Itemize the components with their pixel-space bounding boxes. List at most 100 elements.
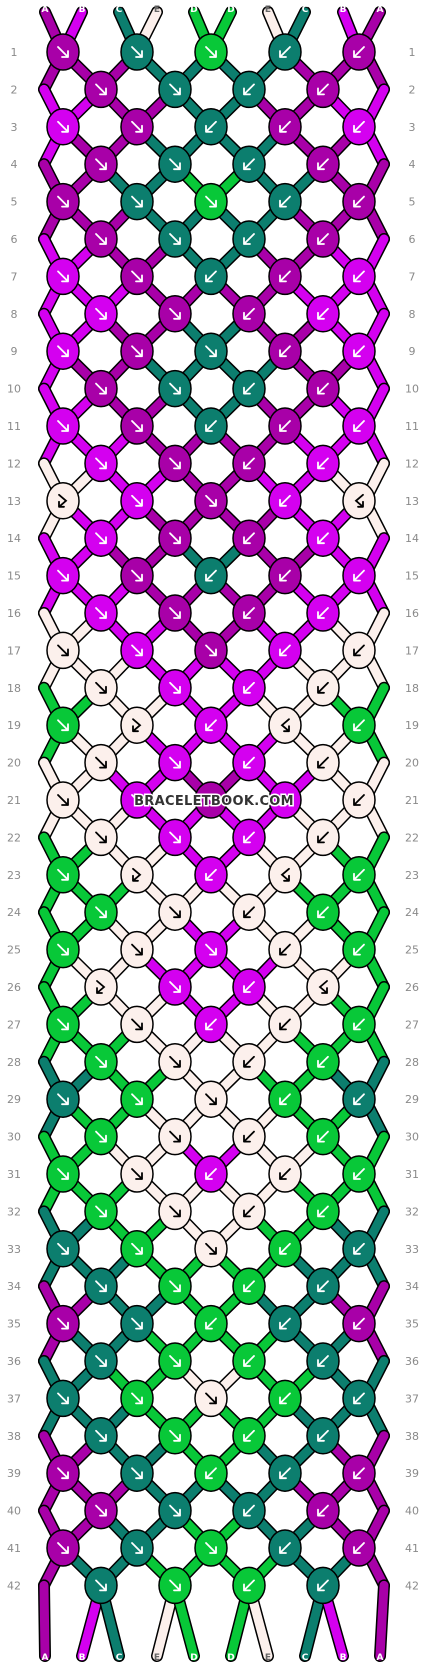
knot-arrow-icon bbox=[57, 868, 69, 881]
knot-arrow-icon bbox=[317, 906, 329, 919]
knot-arrow-icon bbox=[205, 569, 217, 582]
knot-arrow-icon bbox=[57, 794, 69, 806]
knot-arrow-icon bbox=[169, 233, 181, 245]
strand-label-bottom: D bbox=[227, 1653, 234, 1663]
knot-arrow-icon bbox=[205, 195, 217, 208]
row-number-right: 35 bbox=[405, 1318, 419, 1331]
row-number-right: 8 bbox=[409, 308, 416, 321]
row-number-right: 28 bbox=[405, 1056, 419, 1069]
knot-arrow-icon bbox=[353, 1242, 365, 1255]
knot-arrow-icon bbox=[131, 345, 143, 358]
strand-label-top: C bbox=[116, 5, 123, 15]
knot-arrow-icon bbox=[131, 1242, 143, 1255]
knot-arrow-icon bbox=[205, 644, 217, 657]
knot-arrow-icon bbox=[169, 457, 181, 470]
knot-arrow-icon bbox=[95, 607, 107, 619]
row-number-left: 20 bbox=[7, 757, 21, 770]
row-number-left: 42 bbox=[7, 1579, 21, 1592]
row-number-left: 9 bbox=[11, 345, 18, 358]
row-number-left: 17 bbox=[7, 644, 21, 657]
knot-arrow-icon bbox=[243, 1429, 255, 1442]
knot-arrow-icon bbox=[95, 1355, 107, 1367]
knot-arrow-icon bbox=[95, 1205, 107, 1218]
knot-arrow-icon bbox=[280, 867, 290, 882]
knot-arrow-icon bbox=[95, 681, 107, 694]
knot-arrow-icon bbox=[58, 493, 68, 508]
row-number-left: 6 bbox=[11, 233, 18, 246]
row-number-right: 41 bbox=[405, 1542, 419, 1555]
knot-arrow-icon bbox=[95, 532, 107, 545]
row-number-left: 8 bbox=[11, 308, 18, 321]
knot-arrow-icon bbox=[317, 1579, 329, 1592]
strand-label-top: B bbox=[340, 5, 347, 15]
knot-arrow-icon bbox=[131, 46, 143, 58]
knot-arrow-icon bbox=[95, 756, 107, 769]
knot-arrow-icon bbox=[317, 457, 329, 470]
knot bbox=[268, 856, 302, 894]
knot-arrow-icon bbox=[169, 532, 181, 545]
knot-arrow-icon bbox=[353, 943, 365, 956]
knot-arrow-icon bbox=[353, 794, 365, 806]
knot-layer bbox=[46, 33, 376, 1605]
row-number-left: 28 bbox=[7, 1056, 21, 1069]
knot-arrow-icon bbox=[279, 1168, 291, 1180]
knot-arrow-icon bbox=[205, 943, 217, 956]
knot-arrow-icon bbox=[131, 1467, 143, 1480]
knot-arrow-icon bbox=[169, 1355, 181, 1367]
knot-arrow-icon bbox=[57, 1093, 69, 1106]
knot-arrow-icon bbox=[169, 1504, 181, 1517]
row-number-left: 19 bbox=[7, 719, 21, 732]
knot-arrow-icon bbox=[57, 195, 69, 208]
knot-arrow-icon bbox=[243, 906, 255, 919]
row-number-left: 31 bbox=[7, 1168, 21, 1181]
knot-arrow-icon bbox=[243, 1205, 255, 1218]
knot-arrow-icon bbox=[243, 1355, 255, 1367]
row-number-left: 39 bbox=[7, 1467, 21, 1480]
knot-arrow-icon bbox=[280, 718, 290, 733]
strand-label-top: E bbox=[265, 5, 271, 15]
knot-arrow-icon bbox=[169, 1055, 181, 1068]
row-number-right: 32 bbox=[405, 1205, 419, 1218]
knot-arrow-icon bbox=[169, 307, 181, 320]
knot-arrow-icon bbox=[57, 644, 69, 657]
knot-arrow-icon bbox=[95, 233, 107, 245]
knot-arrow-icon bbox=[243, 158, 255, 171]
knot-arrow-icon bbox=[243, 981, 255, 993]
knot-arrow-icon bbox=[57, 120, 69, 133]
knot-arrow-icon bbox=[353, 46, 365, 58]
knot bbox=[342, 482, 376, 520]
knot-arrow-icon bbox=[169, 831, 181, 844]
row-number-right: 39 bbox=[405, 1467, 419, 1480]
row-number-left: 2 bbox=[11, 83, 18, 96]
knot-arrow-icon bbox=[131, 195, 143, 208]
knot-arrow-icon bbox=[317, 756, 329, 769]
strand-label-bottom: B bbox=[340, 1653, 347, 1663]
strand-label-bottom: A bbox=[377, 1653, 384, 1663]
knot-arrow-icon bbox=[169, 83, 181, 96]
knot-arrow-icon bbox=[169, 382, 181, 395]
row-number-right: 38 bbox=[405, 1430, 419, 1443]
knot-arrow-icon bbox=[95, 1130, 107, 1143]
knot-arrow-icon bbox=[279, 46, 291, 58]
row-number-left: 18 bbox=[7, 682, 21, 695]
knot-arrow-icon bbox=[205, 1093, 217, 1106]
knot-arrow-icon bbox=[317, 1504, 329, 1517]
knot-arrow-icon bbox=[353, 1093, 365, 1106]
knot-arrow-icon bbox=[205, 1317, 217, 1330]
knot bbox=[120, 706, 154, 744]
row-number-right: 20 bbox=[405, 757, 419, 770]
knot-arrow-icon bbox=[205, 1242, 217, 1255]
knot-arrow-icon bbox=[57, 943, 69, 956]
knot-arrow-icon bbox=[279, 943, 291, 956]
strand-label-bottom: C bbox=[116, 1653, 123, 1663]
knot-arrow-icon bbox=[317, 1130, 329, 1143]
row-number-left: 15 bbox=[7, 570, 21, 583]
knot-arrow-icon bbox=[279, 494, 291, 507]
strand-label-top: C bbox=[302, 5, 309, 15]
knot-arrow-icon bbox=[317, 1205, 329, 1218]
knot-arrow-icon bbox=[243, 756, 255, 769]
knot-arrow-icon bbox=[353, 1392, 365, 1405]
knot-arrow-icon bbox=[317, 532, 329, 545]
row-number-right: 37 bbox=[405, 1392, 419, 1405]
row-number-right: 34 bbox=[405, 1280, 419, 1293]
